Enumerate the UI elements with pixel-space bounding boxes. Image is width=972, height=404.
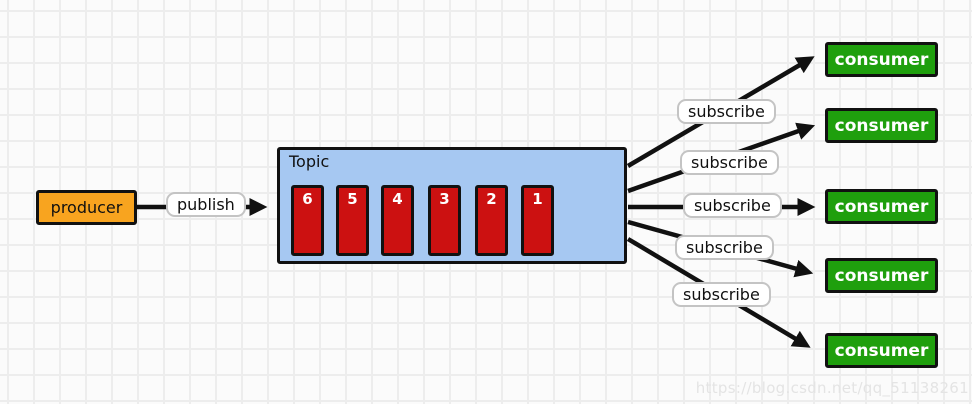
subscribe-label-5: subscribe xyxy=(672,282,771,307)
subscribe-label-2: subscribe xyxy=(680,150,779,175)
message-box-2: 2 xyxy=(475,185,508,256)
watermark-text: https://blog.csdn.net/qq_51138261 xyxy=(695,379,969,397)
message-box-5: 5 xyxy=(336,185,369,256)
publish-label: publish xyxy=(166,192,246,217)
producer-node: producer xyxy=(36,190,137,225)
consumer-node-4: consumer xyxy=(825,258,938,293)
message-box-1: 1 xyxy=(521,185,554,256)
consumer-node-3: consumer xyxy=(825,189,938,224)
subscribe-label-3: subscribe xyxy=(683,193,782,218)
message-box-4: 4 xyxy=(381,185,414,256)
message-box-6: 6 xyxy=(291,185,324,256)
consumer-node-1: consumer xyxy=(825,42,938,77)
topic-title: Topic xyxy=(289,152,330,171)
subscribe-label-1: subscribe xyxy=(677,99,776,124)
publish-label-text: publish xyxy=(177,195,235,214)
topic-node: Topic 6 5 4 3 2 1 xyxy=(277,147,627,264)
consumer-node-2: consumer xyxy=(825,108,938,143)
subscribe-label-4: subscribe xyxy=(675,235,774,260)
consumer-node-5: consumer xyxy=(825,333,938,368)
producer-label: producer xyxy=(50,198,123,217)
message-box-3: 3 xyxy=(428,185,461,256)
